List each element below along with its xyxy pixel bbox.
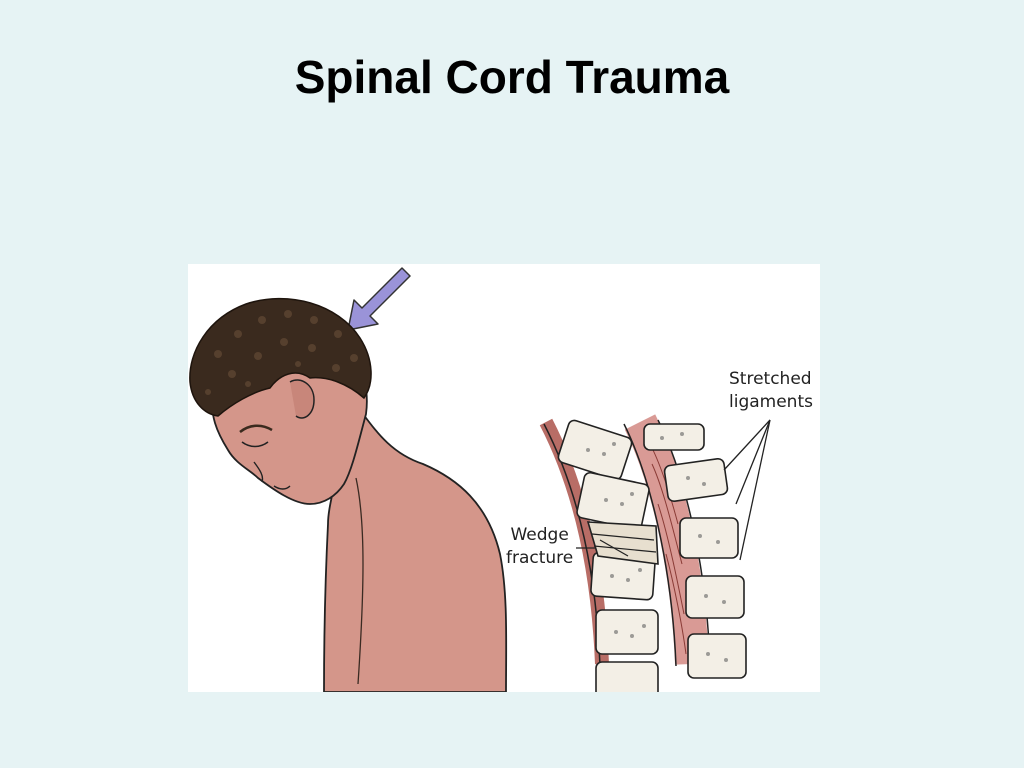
stretched-ligaments-label: Stretched ligaments: [729, 368, 813, 414]
force-arrow-icon: [347, 267, 411, 331]
person-figure: [189, 297, 508, 692]
page-title: Spinal Cord Trauma: [294, 51, 730, 103]
stretched-label-line2: ligaments: [729, 392, 813, 412]
wedge-fracture-label: Wedge fracture: [506, 524, 573, 570]
trauma-illustration: Stretched ligaments Wedge fracture: [188, 264, 820, 692]
illustration-svg: [189, 267, 771, 692]
spine-cross-section: [539, 414, 771, 692]
stretched-label-line1: Stretched: [729, 369, 812, 389]
wedge-label-line1: Wedge: [510, 525, 569, 545]
wedge-label-line2: fracture: [506, 548, 574, 568]
